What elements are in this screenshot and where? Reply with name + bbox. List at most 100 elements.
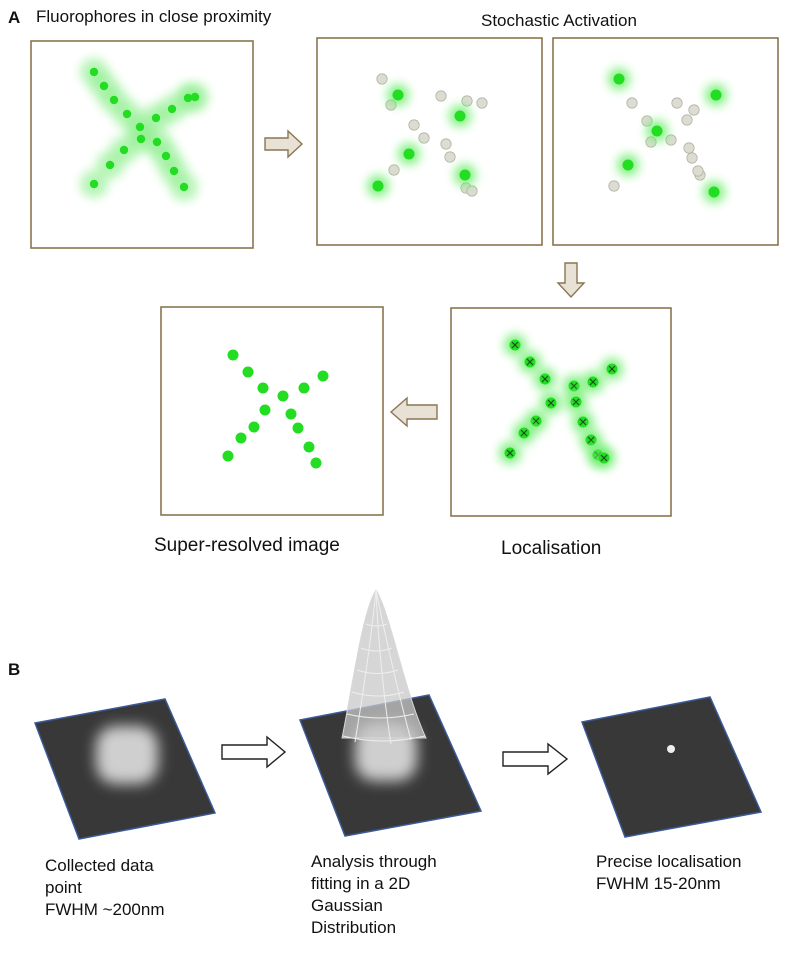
fluorophore-dot — [152, 137, 162, 147]
fluorophore-on — [392, 89, 404, 101]
arrow-right-b2 — [502, 742, 569, 776]
arrow-left-a — [389, 396, 438, 428]
caption-super-resolved: Super-resolved image — [154, 535, 340, 556]
fluorophores-all-on — [80, 58, 209, 201]
fluorophore-off — [376, 73, 388, 85]
fluorophore-off — [418, 132, 430, 144]
fluorophore-off — [608, 180, 620, 192]
super-resolved-dot — [235, 432, 247, 444]
super-resolved-dot — [222, 450, 234, 462]
super-resolved-dot — [298, 382, 310, 394]
fluorophore-off — [681, 114, 693, 126]
fluorophore-on — [613, 73, 625, 85]
fluorophore-off — [683, 142, 695, 154]
super-resolved-dot — [292, 422, 304, 434]
gaussian-mesh — [341, 589, 427, 745]
fluorophore-dot — [167, 104, 177, 114]
fluorophore-dot — [136, 134, 146, 144]
frame-activation-1 — [316, 37, 543, 246]
caption-precise-localisation: Precise localisation FWHM 15-20nm — [596, 852, 742, 893]
super-resolved-dot — [277, 390, 289, 402]
fluorophore-off — [444, 151, 456, 163]
fluorophore-on — [459, 169, 471, 181]
fluorophore-off — [688, 104, 700, 116]
fluorophore-on — [454, 110, 466, 122]
fluorophore-off — [440, 138, 452, 150]
plate-gaussian-fit — [298, 589, 483, 837]
fluorophore-dot — [190, 92, 200, 102]
localisation-cross — [520, 429, 528, 437]
fluorophore-dot — [135, 122, 145, 132]
localisation-cross — [526, 358, 534, 366]
localisation-cross — [589, 378, 597, 386]
fluorophore-dot — [109, 95, 119, 105]
arrow-right-a — [264, 129, 304, 159]
fluorophore-dot — [122, 109, 132, 119]
super-resolved-dot — [317, 370, 329, 382]
localisation-cross — [572, 398, 580, 406]
localisation-cross — [608, 365, 616, 373]
fluorophore-dot — [161, 151, 171, 161]
fluorophore-on — [622, 159, 634, 171]
localisation-cross — [532, 417, 540, 425]
fluorophore-off — [388, 164, 400, 176]
fluorophore-off — [686, 152, 698, 164]
localisation-cross — [541, 375, 549, 383]
fluorophore-off — [692, 165, 704, 177]
frame-localisation — [450, 307, 672, 517]
fluorophore-off — [671, 97, 683, 109]
frame-activation-2 — [552, 37, 779, 246]
super-resolved-dot — [248, 421, 260, 433]
fluorophore-on — [710, 89, 722, 101]
activation-pattern-2 — [608, 68, 727, 203]
plate-collected-data — [33, 698, 217, 840]
fluorophore-off — [476, 97, 488, 109]
fluorophore-dot — [89, 179, 99, 189]
fluorophore-off — [466, 185, 478, 197]
localisation-cross — [587, 436, 595, 444]
caption-localisation: Localisation — [501, 538, 602, 559]
super-resolved-dot — [227, 349, 239, 361]
fluorophore-dot — [151, 113, 161, 123]
fluorophore-dot — [99, 81, 109, 91]
fluorophore-off — [408, 119, 420, 131]
localisation-cross — [570, 382, 578, 390]
super-resolved-dot — [285, 408, 297, 420]
fluorophore-on — [403, 148, 415, 160]
localisation-cross — [506, 449, 514, 457]
panel-a-letter: A — [8, 8, 21, 27]
fluorophore-off — [461, 95, 473, 107]
arrow-down-a — [556, 262, 586, 299]
localisation-cross — [511, 341, 519, 349]
fluorophore-on — [708, 186, 720, 198]
fluorophore-dot — [89, 67, 99, 77]
super-resolved-dot — [259, 404, 271, 416]
fluorophore-off — [626, 97, 638, 109]
fluorophore-on — [651, 125, 663, 137]
fluorophore-dot — [105, 160, 115, 170]
plate-precise-localisation — [580, 696, 763, 838]
panel-a-title-fluorophores: Fluorophores in close proximity — [36, 7, 272, 26]
fluorophore-dot — [119, 145, 129, 155]
fluorophore-dot — [169, 166, 179, 176]
super-resolved-dot — [303, 441, 315, 453]
fluorophore-dot — [183, 93, 193, 103]
localised-point — [667, 745, 675, 753]
fluorophore-dot — [179, 182, 189, 192]
fluorophore-off — [665, 134, 677, 146]
panel-b-letter: B — [8, 660, 21, 679]
arrow-right-b1 — [221, 735, 287, 769]
super-resolved-dot — [310, 457, 322, 469]
activation-pattern-1 — [367, 73, 488, 197]
fluorophore-on — [372, 180, 384, 192]
caption-collected-data: Collected data point FWHM ~200nm — [45, 856, 165, 919]
super-resolved-pattern — [222, 349, 329, 469]
blurred-spot — [96, 726, 158, 784]
localisation-cross — [579, 418, 587, 426]
localisation-cross — [600, 454, 608, 462]
fluorophore-off — [435, 90, 447, 102]
frame-super-resolved — [160, 306, 384, 516]
panel-a-title-stochastic: Stochastic Activation — [481, 11, 637, 30]
localisation-pattern — [499, 334, 623, 469]
